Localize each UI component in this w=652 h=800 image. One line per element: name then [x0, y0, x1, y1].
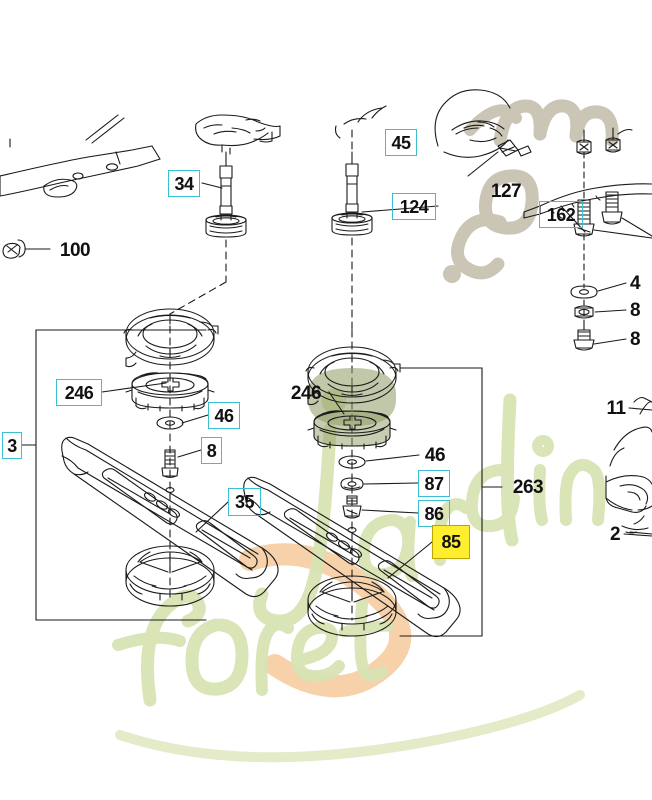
bolt-8-left: [161, 449, 179, 479]
part-number-text: 127: [490, 180, 522, 202]
part-callout-4[interactable]: 4: [626, 270, 644, 296]
part-callout-124[interactable]: 124: [392, 193, 436, 220]
part-number-text: 86: [424, 503, 444, 524]
part-number-text: 34: [174, 173, 194, 194]
part-callout-35[interactable]: 35: [228, 488, 261, 516]
part-callout-86[interactable]: 86: [418, 500, 450, 527]
part-number-text: 8: [206, 440, 217, 461]
part-callout-45[interactable]: 45: [385, 129, 417, 156]
blade-hub-left: [125, 545, 215, 607]
part-number-text: 246: [64, 382, 94, 403]
bracket-45: [357, 105, 387, 123]
part-callout-246[interactable]: 246: [283, 380, 329, 406]
blade-35: [61, 436, 279, 598]
assembly-axis-left: [169, 239, 227, 601]
clip-100-part: [2, 239, 51, 259]
part-callout-46[interactable]: 46: [419, 442, 451, 468]
pulley-plate-246-left: [125, 372, 215, 412]
part-number-text: 46: [424, 444, 446, 466]
part-number-text: 100: [59, 239, 91, 261]
part-callout-162[interactable]: 162: [539, 201, 583, 228]
watermark-domain: [443, 99, 619, 283]
part-number-text: 263: [512, 476, 544, 498]
bolt-86: [342, 495, 362, 519]
watermark-accent-swoosh: [239, 543, 412, 698]
part-number-text: 124: [399, 196, 429, 217]
part-number-text: 8: [629, 299, 641, 321]
part-number-text: 11: [606, 397, 626, 419]
part-callout-263[interactable]: 263: [505, 474, 551, 500]
part-callout-8[interactable]: 8: [201, 437, 222, 464]
group-bracket-263: [399, 367, 503, 637]
pulley-plate-246-right: [307, 410, 397, 450]
part-callout-46[interactable]: 46: [208, 402, 240, 429]
deck-rail-bracket: [0, 114, 161, 198]
washer-46-right: [338, 455, 366, 469]
lock-washer-87: [340, 477, 364, 491]
part-number-text: 87: [424, 473, 444, 494]
part-number-text: 46: [214, 405, 234, 426]
bolt-127: [467, 139, 532, 177]
housing-upper-right: [434, 89, 511, 158]
part-callout-85[interactable]: 85: [432, 525, 470, 559]
part-number-text: 162: [546, 204, 576, 225]
part-number-text: 246: [290, 382, 322, 404]
part-callout-87[interactable]: 87: [418, 470, 450, 497]
part-number-text: 8: [629, 328, 641, 350]
part-callout-246[interactable]: 246: [56, 379, 102, 406]
housing-right-edge: [605, 396, 652, 535]
spindle-shaft-124: [331, 118, 373, 236]
part-number-text: 2: [609, 523, 621, 545]
part-number-text: 85: [441, 532, 461, 552]
part-callout-11[interactable]: 11: [603, 395, 629, 421]
hardware-column-right: [523, 127, 652, 351]
group-bracket-3: [21, 329, 207, 621]
part-callout-8[interactable]: 8: [626, 297, 644, 323]
part-callout-8[interactable]: 8: [626, 326, 644, 352]
part-callout-127[interactable]: 127: [484, 178, 528, 204]
spindle-housing-left: [123, 308, 219, 368]
part-callout-34[interactable]: 34: [168, 170, 200, 197]
part-number-text: 4: [629, 272, 641, 294]
part-number-text: 45: [391, 132, 411, 153]
blade-hub-right: [307, 575, 397, 637]
spindle-shaft-34: [195, 114, 281, 238]
part-number-text: 35: [234, 492, 255, 512]
leader-lines: [101, 182, 652, 579]
part-callout-2[interactable]: 2: [606, 521, 624, 547]
part-number-text: 3: [7, 435, 17, 456]
part-callout-100[interactable]: 100: [55, 237, 95, 263]
part-callout-3[interactable]: 3: [2, 432, 22, 459]
